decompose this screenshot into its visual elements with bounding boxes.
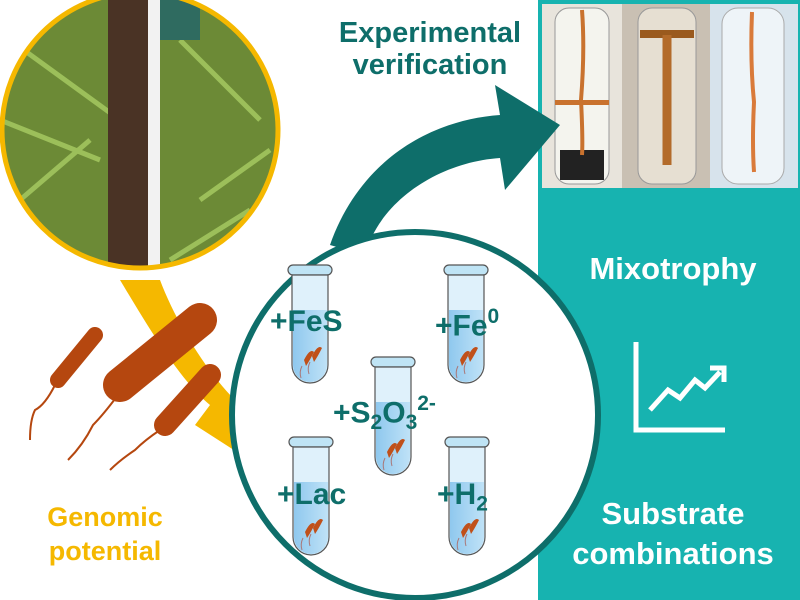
bacteria-icon	[29, 303, 221, 471]
growth-chart-icon	[633, 342, 727, 433]
arrow-genomic	[120, 280, 265, 470]
formula-sup: 2-	[417, 392, 436, 415]
label-line: combinations	[572, 536, 774, 572]
formula-part: O	[382, 396, 406, 430]
arrow-experimental	[330, 85, 560, 255]
soil-photo	[2, 0, 278, 268]
substrate-h2: +H2	[437, 478, 488, 516]
label-line: Genomic	[47, 502, 163, 532]
tube-photo	[542, 4, 798, 188]
formula-part: +S	[333, 396, 371, 430]
formula-sub: 3	[405, 410, 418, 434]
substrate-combinations-label: Substrate combinations	[548, 496, 798, 572]
substrate-thiosulfate: +S2O32-	[333, 392, 436, 435]
label-line: Substrate	[601, 496, 745, 531]
label-line: verification	[352, 48, 508, 81]
genomic-potential-label: Genomic potential	[20, 502, 190, 566]
formula-sup: 0	[487, 305, 500, 328]
label-line: Experimental	[338, 17, 522, 49]
formula-part: +H	[437, 478, 477, 511]
experimental-verification-label: Experimental verification	[330, 17, 530, 82]
formula-part: +Fe	[435, 309, 488, 343]
formula-sub: 2	[476, 492, 488, 516]
substrate-lac: +Lac	[277, 478, 347, 511]
substrate-fes: +FeS	[270, 305, 343, 338]
mixotrophy-label: Mixotrophy	[589, 251, 757, 286]
label-line: potential	[48, 535, 162, 566]
formula-sub: 2	[370, 410, 383, 434]
substrate-fe0: +Fe0	[435, 305, 499, 344]
